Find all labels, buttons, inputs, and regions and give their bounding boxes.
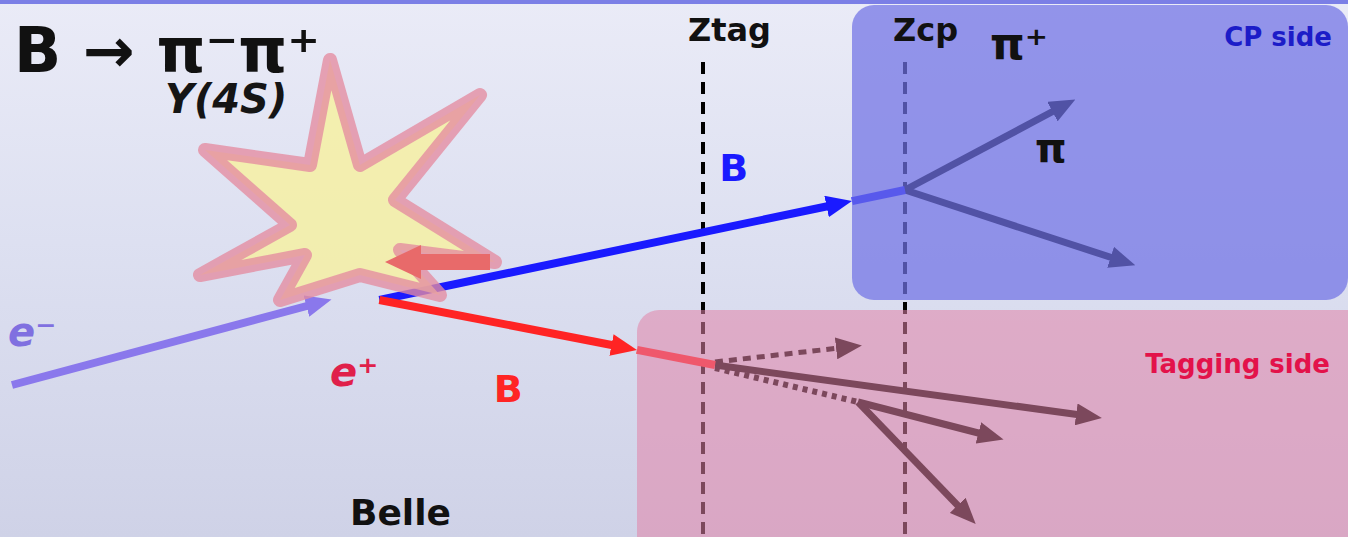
experiment-label: Belle [350,495,451,531]
panel-title: Tagging side [1145,350,1330,379]
meson-label: B [719,149,748,187]
electron-beam [12,303,318,385]
meson-label: B [494,370,523,408]
meson-arrow [379,300,623,347]
positron-label: e⁺ [330,352,378,392]
cp-side-panel: CP side [852,5,1348,300]
pion-label: π⁺ [990,22,1048,66]
electron-label: e⁻ [8,312,56,352]
panel-title: Υ(4S) [165,77,287,121]
top-band [0,0,1348,4]
pion-label: π [1035,128,1067,168]
panel-title: CP side [1224,23,1332,52]
z-cp-label: Zcp [893,14,958,46]
upsilon-burst: Υ(4S) [165,55,500,300]
tagging-side-panel: Tagging side [637,310,1348,537]
slide-title: B → π⁻π⁺ [14,20,320,82]
positron-beam [407,254,490,270]
z-tag-label: Ztag [688,14,771,46]
